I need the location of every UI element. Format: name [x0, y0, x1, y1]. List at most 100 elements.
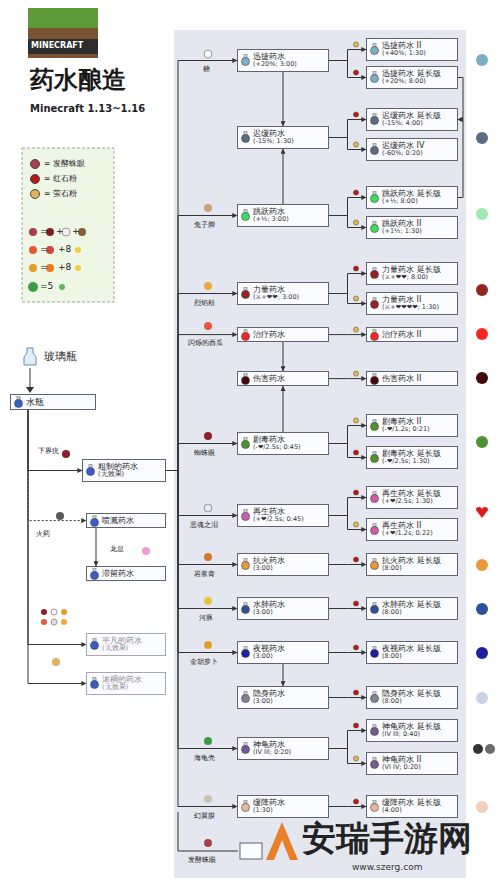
potion-box: 隐身药水(3:00)	[237, 686, 329, 709]
connector	[329, 216, 366, 228]
potion-name: 迅捷药水	[253, 52, 325, 61]
potion-name: 抗火药水	[253, 556, 325, 565]
item-icon	[204, 553, 212, 561]
potion-icon	[241, 558, 250, 570]
bottle-body	[242, 562, 250, 570]
item-icon	[204, 795, 212, 803]
potion-box: 抗火药水(3:00)	[237, 553, 329, 576]
item-icon	[56, 512, 64, 520]
potion-name: 剧毒药水 延长版	[382, 449, 454, 458]
legend-item: = 发酵蛛眼	[30, 156, 85, 171]
recipe-icons	[28, 228, 86, 292]
potion-name: 再生药水 延长版	[382, 489, 454, 498]
glowstone-mark	[353, 327, 358, 332]
potion-box: 水肺药水(3:00)	[237, 597, 329, 620]
bottle-body	[371, 804, 379, 812]
bottle-body	[87, 468, 95, 476]
bottle-body	[242, 441, 250, 449]
potion-stats: (1:30)	[253, 807, 325, 815]
connector	[166, 294, 237, 471]
potion-icon	[370, 800, 379, 812]
connector	[28, 410, 82, 470]
redstone-mark	[353, 601, 358, 606]
label-text: =	[40, 226, 48, 237]
potion-icon	[241, 509, 250, 521]
item-icon	[204, 597, 212, 605]
potion-stats: (8:00)	[382, 565, 454, 573]
potion-box: 力量药水 延长版(⚔+❤❤; 8:00)	[366, 262, 458, 285]
item-icon	[41, 619, 47, 625]
redstone-mark	[353, 557, 358, 562]
potion-stats: (无效果)	[102, 645, 162, 653]
bottle-body	[242, 332, 250, 340]
potion-stats: (+❤/2.5s; 1:30)	[382, 498, 454, 506]
bottle-body	[371, 117, 379, 125]
potion-name: 抗火药水 延长版	[382, 556, 454, 565]
effect-icon	[476, 801, 488, 813]
label-text: 糖	[203, 66, 210, 74]
redstone-mark	[353, 450, 358, 455]
connector	[166, 444, 237, 471]
glowstone-mark	[353, 756, 358, 761]
bottle-body	[371, 225, 379, 233]
bottle-body	[371, 47, 379, 55]
potion-icon	[370, 267, 379, 279]
potion-name: 跳跃药水 延长版	[382, 189, 454, 198]
legend-box	[22, 148, 114, 302]
item-icon	[75, 247, 81, 253]
potion-stats: (+20%; 8:00)	[382, 78, 454, 86]
potion-name: 治疗药水 II	[382, 330, 454, 339]
potion-icon	[90, 638, 99, 650]
bottle-body	[242, 695, 250, 703]
potion-icon	[241, 602, 250, 614]
connector	[329, 198, 366, 216]
potion-icon	[241, 329, 250, 341]
connector	[329, 378, 366, 379]
redstone-mark	[353, 645, 358, 650]
potion-name: 水肺药水 延长版	[382, 600, 454, 609]
connector	[329, 334, 366, 335]
label-text: +	[56, 226, 64, 237]
label-text: MINECRAFT	[31, 41, 83, 51]
legend-swatch	[30, 189, 40, 199]
potion-box: 浓稠的药水(无效果)	[86, 672, 166, 695]
effect-icon	[476, 603, 488, 615]
bottle-body	[371, 195, 379, 203]
potion-icon	[14, 396, 23, 408]
bottle-body	[91, 571, 99, 579]
potion-box: 抗火药水 延长版(8:00)	[366, 553, 458, 576]
potion-name: 力量药水	[253, 285, 325, 294]
bottle-body	[371, 650, 379, 658]
bottle-body	[371, 527, 379, 535]
connector	[329, 749, 366, 764]
bottle-body	[371, 495, 379, 503]
potion-icon	[370, 724, 379, 736]
potion-icon	[90, 677, 99, 689]
label-text: 龙息	[110, 545, 124, 553]
legend-text: = 萤石粉	[44, 189, 77, 199]
potion-name: 夜视药水	[253, 644, 325, 653]
effect-icon	[476, 208, 488, 220]
legend-text: = 红石粉	[44, 174, 77, 184]
potion-icon	[370, 143, 379, 155]
redstone-mark	[353, 490, 358, 495]
connector	[96, 528, 97, 566]
label-text: 恶魂之泪	[190, 522, 218, 530]
label-text: 烈焰粉	[194, 300, 215, 308]
potion-box: 夜视药水 延长版(8:00)	[366, 641, 458, 664]
potion-name: 神龟药水	[253, 740, 325, 749]
ingredient-icons	[41, 50, 212, 847]
glowstone-mark	[353, 522, 358, 527]
potion-name: 再生药水	[253, 507, 325, 516]
potion-box: 剧毒药水 II(-❤/1.2s; 0:21)	[366, 414, 458, 437]
bottle-body	[371, 271, 379, 279]
effect-icon	[476, 54, 488, 66]
item-icon	[204, 50, 212, 58]
bottle-body	[242, 746, 250, 754]
connector	[166, 471, 237, 749]
logo-dirt	[28, 28, 98, 58]
item-icon	[61, 609, 67, 615]
redstone-mark	[353, 112, 358, 117]
watermark-logo	[266, 822, 298, 860]
